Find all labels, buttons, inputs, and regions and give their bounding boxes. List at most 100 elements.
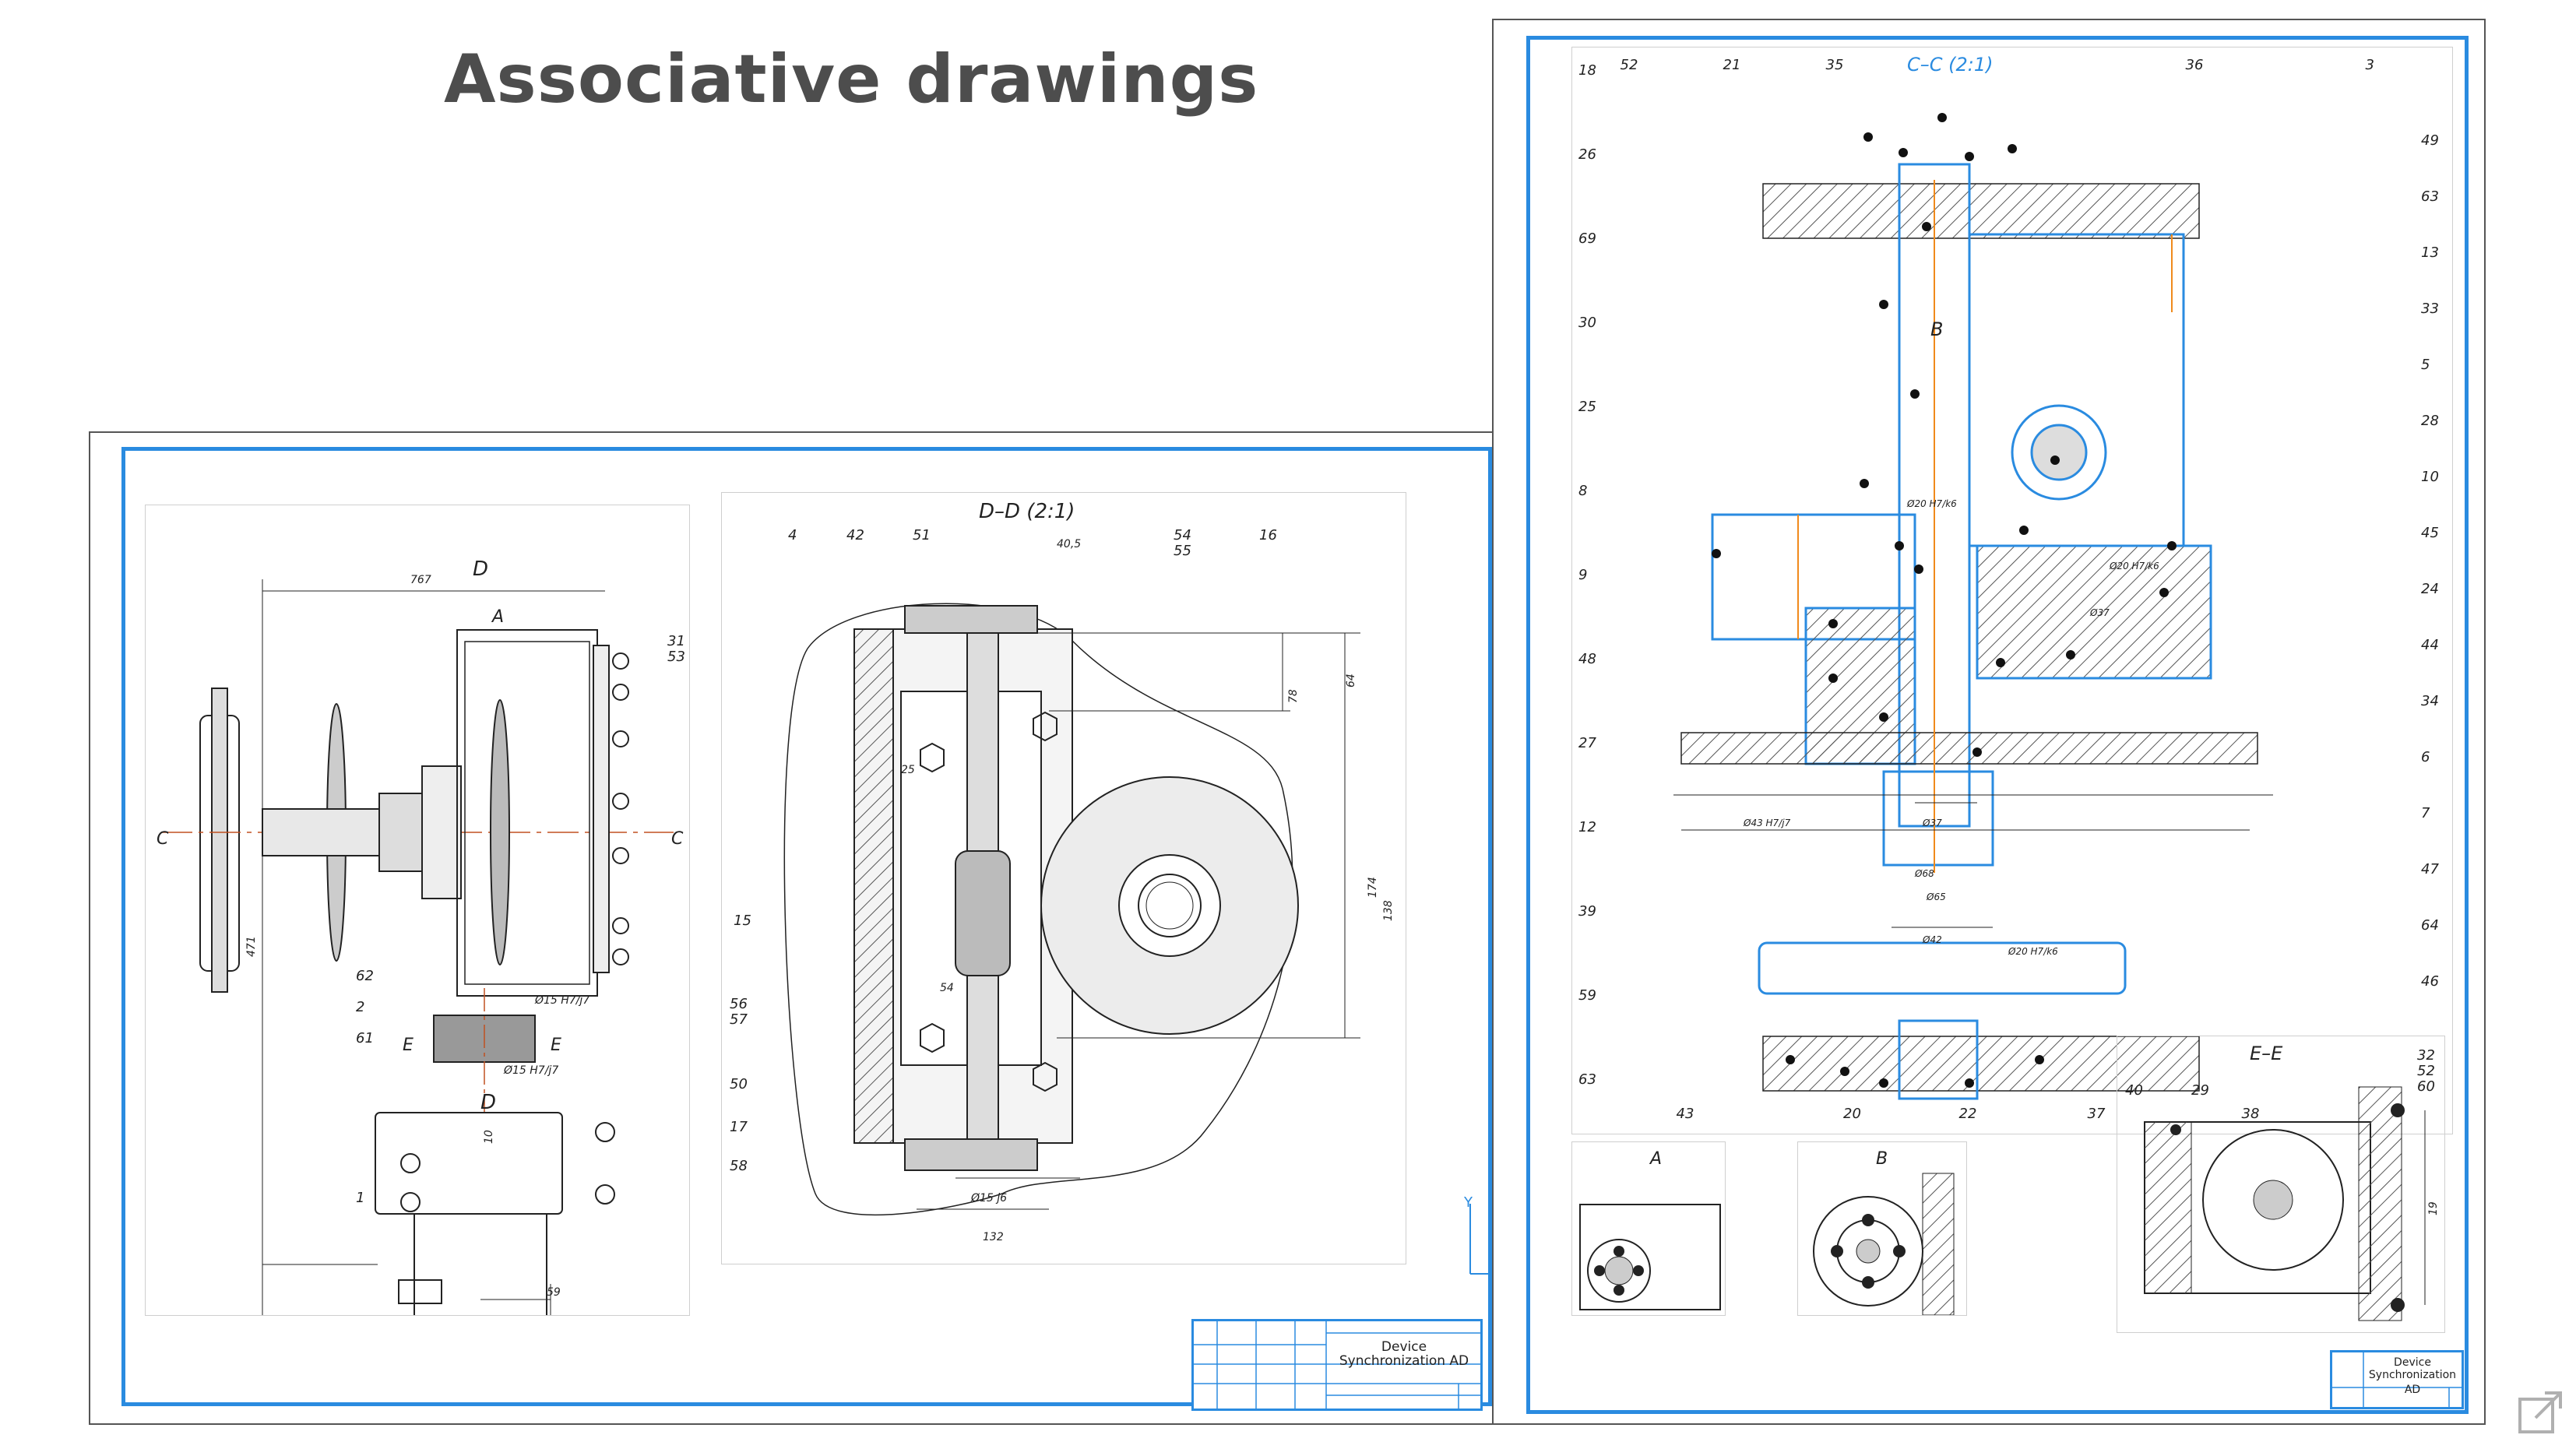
balloon-31: 31 (667, 633, 685, 649)
left-drawing-sheet[interactable]: D D A C C E E 767 471 59 Ø15 H7/j7 Ø15 H… (89, 431, 1545, 1425)
dim-37-b: Ø37 (1922, 818, 1942, 828)
dim-10: 10 (483, 1130, 495, 1144)
section-mark-e-left: E (403, 1036, 413, 1055)
balloon-27: 27 (1578, 735, 1596, 751)
right-title-block-name-2: Synchronization AD (2368, 1369, 2457, 1396)
balloon-52: 52 (2417, 1063, 2435, 1079)
dim-78: 78 (1287, 689, 1300, 703)
balloon-37: 37 (2088, 1106, 2106, 1122)
dim-471: 471 (245, 936, 258, 957)
balloons-bottom: 43 20 22 37 38 (1677, 1106, 2260, 1122)
balloon-43: 43 (1677, 1106, 1694, 1122)
dim-54: 54 (940, 982, 954, 994)
balloon-10: 10 (2421, 469, 2439, 485)
title-block-grid (2332, 1352, 2462, 1407)
dim-37-a: Ø37 (2089, 607, 2110, 618)
view-b-drawing: B (1813, 1149, 1955, 1316)
balloon-29: 29 (2191, 1082, 2209, 1099)
balloon-49: 49 (2421, 132, 2439, 149)
dim-fit-c: Ø20 H7/k6 (2008, 946, 2058, 957)
right-title-block-name-1: Device (2394, 1356, 2431, 1369)
flange (1680, 732, 2258, 765)
view-a[interactable]: A (1571, 1141, 1726, 1316)
balloon-20: 20 (1843, 1106, 1861, 1122)
dim-42: Ø42 (1922, 934, 1942, 945)
gear-housing (1968, 233, 2185, 547)
main-view[interactable]: D D A C C E E 767 471 59 Ø15 H7/j7 Ø15 H… (145, 505, 690, 1324)
dim-68: Ø68 (1914, 868, 1934, 879)
section-c-c-view[interactable]: C–C (2:1) B Ø20 H7/k6 Ø20 H7/k6 Ø37 Ø37 … (1571, 47, 2453, 1134)
top-bearing (904, 605, 1038, 634)
balloon-7: 7 (2421, 805, 2430, 821)
section-e-e-label: E–E (2250, 1043, 2283, 1064)
dim-25: 25 (901, 764, 915, 776)
balloon-36: 36 (2186, 57, 2204, 73)
balloon-53: 53 (667, 649, 685, 665)
balloon-64: 64 (2421, 917, 2439, 934)
frame-box (456, 629, 598, 997)
balloon-39: 39 (1578, 903, 1596, 920)
dim-fit-a: Ø20 H7/k6 (1906, 498, 1957, 509)
section-mark-c-right: C (671, 829, 684, 849)
balloon-45: 45 (2421, 525, 2439, 541)
balloon-60: 60 (2417, 1078, 2435, 1095)
section-mark-c-left: C (157, 829, 169, 849)
balloon-46: 46 (2421, 973, 2439, 990)
worm-ring (2011, 404, 2107, 501)
balloon-63: 63 (1578, 1071, 1596, 1088)
balloon-47: 47 (2421, 861, 2439, 877)
balloon-58: 58 (730, 1158, 748, 1174)
balloon-4: 4 (788, 527, 797, 543)
balloon-22: 22 (1959, 1106, 1977, 1122)
view-b[interactable]: B (1797, 1141, 1967, 1316)
worm-gear (955, 850, 1011, 976)
handwheel-rim (211, 688, 228, 993)
balloon-13: 13 (2421, 244, 2439, 261)
section-c-c-drawing: C–C (2:1) B Ø20 H7/k6 Ø20 H7/k6 Ø37 Ø37 … (1578, 54, 2439, 1122)
left-title-block[interactable]: Device Synchronization AD (1191, 1319, 1483, 1411)
axis-y-label: Y (1463, 1196, 1473, 1211)
view-mark-a: A (491, 607, 504, 627)
title-block-grid (1194, 1321, 1480, 1409)
balloon-55: 55 (1174, 543, 1191, 559)
title-block-name-1: Device (1381, 1339, 1427, 1355)
balloon-51: 51 (913, 527, 931, 543)
gearbox-housing (375, 1112, 563, 1215)
balloon-38: 38 (2242, 1106, 2260, 1122)
dim-59: 59 (547, 1286, 561, 1299)
main-view-drawing: D D A C C E E 767 471 59 Ø15 H7/j7 Ø15 H… (157, 557, 685, 1324)
right-drawing-sheet[interactable]: C–C (2:1) B Ø20 H7/k6 Ø20 H7/k6 Ø37 Ø37 … (1492, 19, 2486, 1425)
lower-hub (1976, 544, 2212, 680)
view-arrow-b: B (1930, 318, 1943, 340)
section-d-d-label: D–D (2:1) (979, 500, 1075, 523)
section-e-e-view[interactable]: E–E 19 40 29 32 52 60 (2117, 1036, 2445, 1333)
right-title-block[interactable]: Device Synchronization AD (2330, 1350, 2464, 1409)
balloon-9: 9 (1578, 567, 1587, 583)
balloon-6: 6 (2421, 749, 2430, 765)
section-mark-d-top: D (473, 557, 488, 581)
dim-fit-1: Ø15 H7/j7 (534, 994, 589, 1007)
balloon-50: 50 (730, 1076, 748, 1092)
dim-40-5: 40,5 (1057, 538, 1081, 550)
section-d-d-drawing: D–D (2:1) 40,5 78 64 174 138 25 54 Ø15 j… (730, 500, 1395, 1243)
balloon-26: 26 (1578, 146, 1596, 163)
balloon-30: 30 (1578, 315, 1596, 331)
right-sheet-frame (1526, 36, 2469, 1414)
dim-767: 767 (410, 574, 431, 586)
balloon-34: 34 (2421, 693, 2439, 709)
dim-43-fit: Ø43 H7/j7 (1743, 818, 1791, 828)
balloon-8: 8 (1578, 483, 1587, 499)
balloon-57: 57 (730, 1011, 748, 1028)
balloon-62: 62 (356, 968, 374, 984)
balloon-28: 28 (2421, 413, 2439, 429)
balloon-18: 18 (1578, 62, 1596, 79)
balloon-16: 16 (1259, 527, 1277, 543)
external-link-icon[interactable] (2515, 1388, 2565, 1438)
slide-title: Associative drawings (444, 40, 1259, 118)
section-d-d-view[interactable]: D–D (2:1) 40,5 78 64 174 138 25 54 Ø15 j… (721, 492, 1406, 1264)
dim-64: 64 (1345, 674, 1357, 688)
balloon-54: 54 (1174, 527, 1191, 543)
balloon-44: 44 (2421, 637, 2439, 653)
